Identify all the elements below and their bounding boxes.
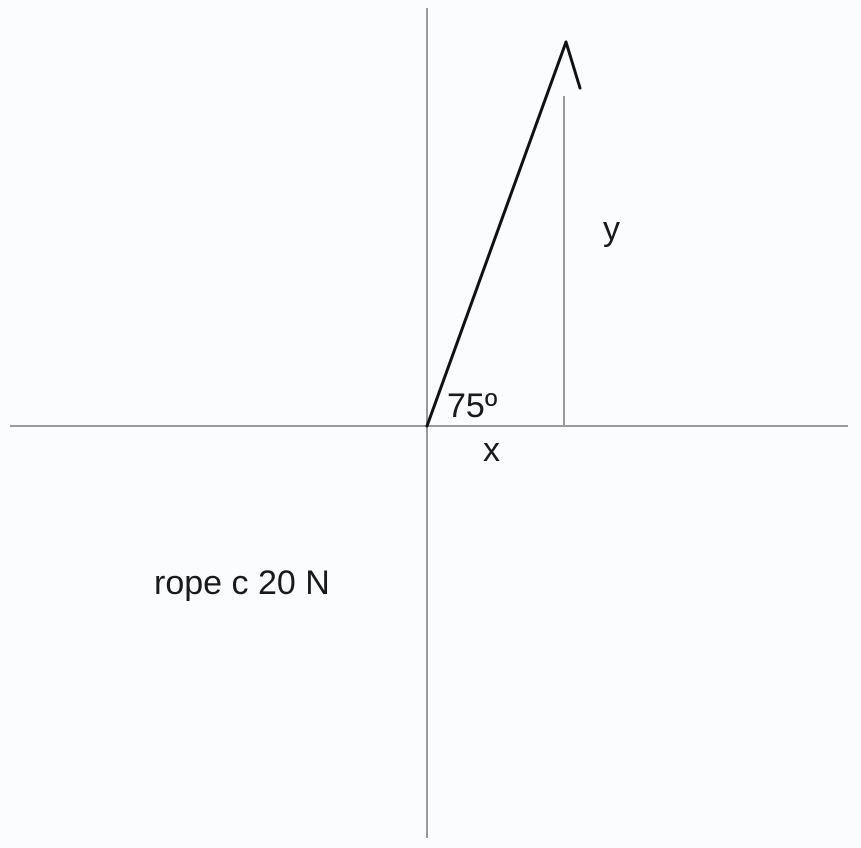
y-component-label: y [603,210,620,248]
x-component-label: x [483,431,500,469]
force-label: rope c 20 N [154,564,330,602]
force-vector-arrowhead [564,40,582,90]
force-vector [425,40,568,428]
angle-label: 75º [447,387,497,425]
